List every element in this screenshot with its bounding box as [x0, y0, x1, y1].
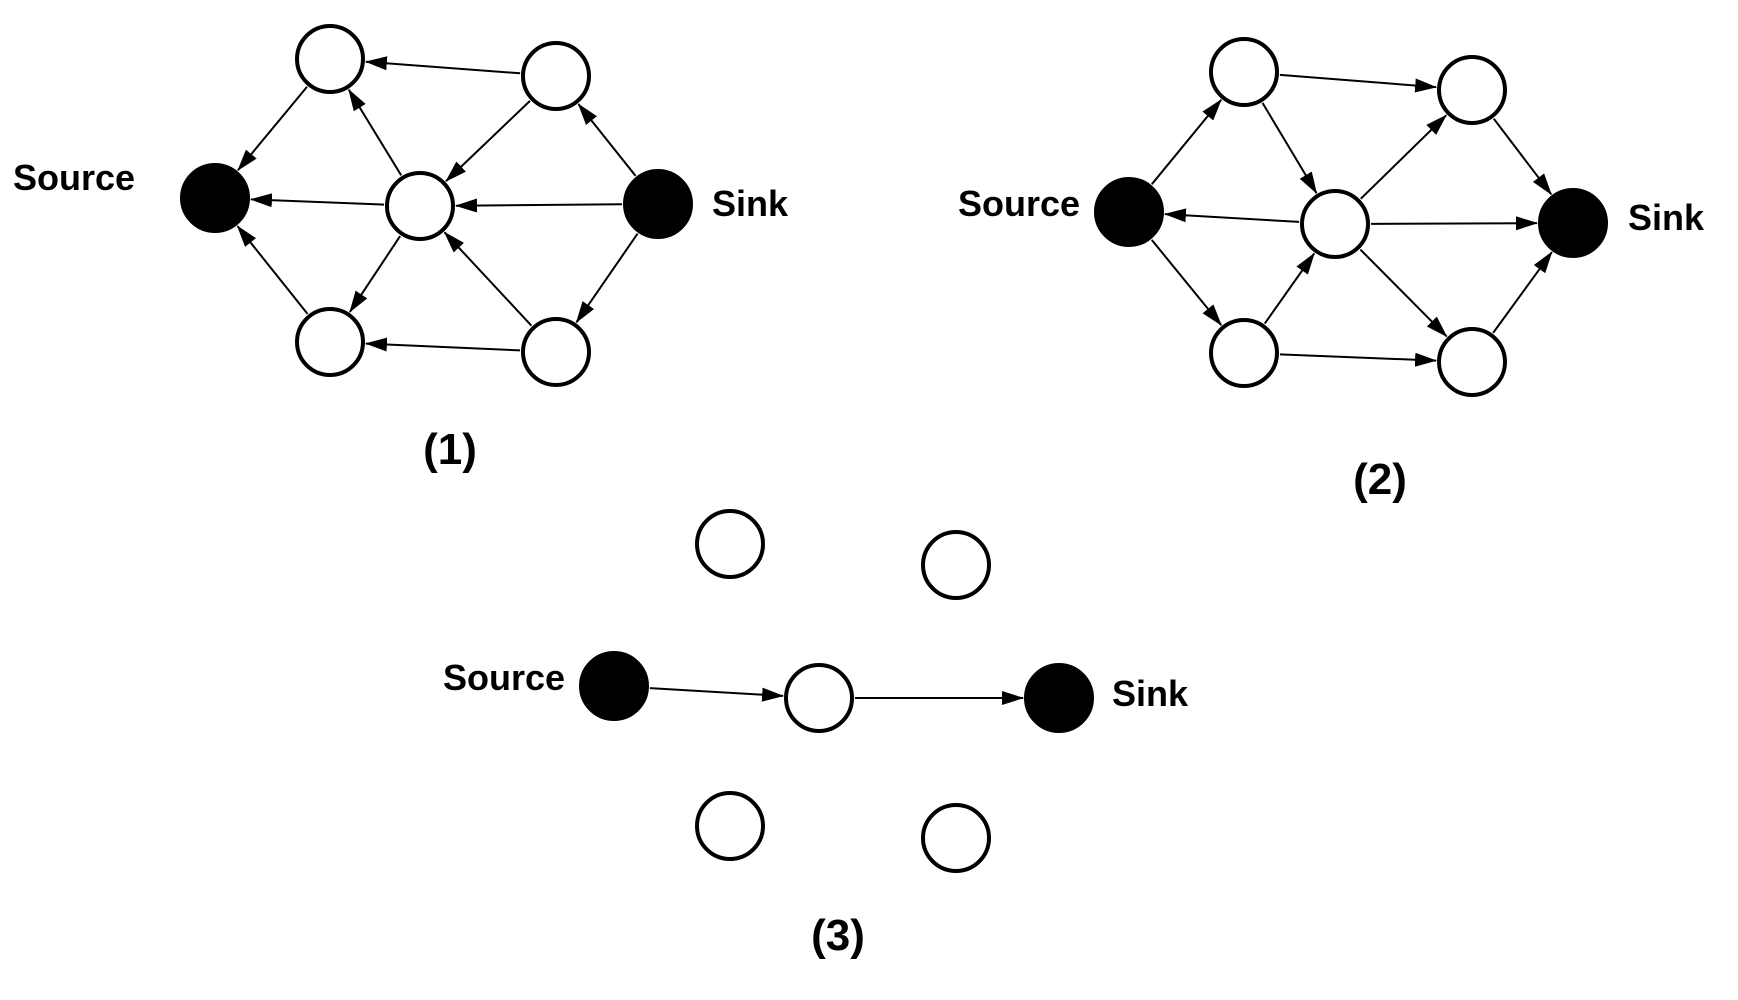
panel-2-edge-source-to-bottom-left [1150, 239, 1223, 326]
panel-1-edge-bottom-right-to-center [443, 231, 533, 327]
panel-1-node-bottom-left [295, 307, 365, 377]
panel-2-sink-label: Sink [1628, 197, 1705, 238]
panel-1-edge-top-right-to-top-left [364, 56, 521, 75]
panel-3-caption: (3) [811, 911, 865, 960]
panel-3-node-sink [1024, 663, 1094, 733]
panel-1-edge-center-to-bottom-left [349, 235, 401, 313]
panel-3-sink-label: Sink [1112, 673, 1189, 714]
panel-1-node-bottom-right [521, 317, 591, 387]
panel-2-caption: (2) [1353, 455, 1407, 504]
panel-3-edge-source-to-center [649, 687, 785, 702]
panel-2-edge-center-to-top-right [1360, 114, 1447, 200]
panel-1-edge-bottom-left-to-source [236, 225, 309, 315]
panel-3-node-top-left [695, 509, 765, 579]
panel-1-edge-center-to-top-left [347, 88, 403, 176]
panel-3-node-bottom-left [695, 791, 765, 861]
panel-2-edge-center-to-bottom-right [1359, 248, 1448, 338]
panel-1-edge-top-right-to-center [445, 100, 531, 182]
panel-2-node-top-right [1437, 55, 1507, 125]
panel-2-node-bottom-right [1437, 327, 1507, 397]
panel-2-edge-center-to-source [1163, 208, 1300, 223]
panel-2-edge-bottom-right-to-sink [1492, 251, 1553, 334]
panel-2-node-top-left [1209, 37, 1279, 107]
panel-2-source-label: Source [958, 183, 1080, 224]
panel-1-node-source [180, 163, 250, 233]
panel-1-edge-center-to-source [249, 193, 385, 208]
panel-1-node-sink [623, 169, 693, 239]
panel-3-node-bottom-right [921, 803, 991, 873]
panel-2-edge-center-to-sink [1370, 216, 1539, 231]
panel-3-source-label: Source [443, 657, 565, 698]
panel-2-node-bottom-left [1209, 318, 1279, 388]
nodes-layer [180, 24, 1608, 873]
panel-2-node-sink [1538, 188, 1608, 258]
panel-3-node-source [579, 651, 649, 721]
panel-1-node-top-right [521, 41, 591, 111]
panel-1-edge-sink-to-center [454, 198, 623, 213]
panel-1-sink-label: Sink [712, 183, 789, 224]
panel-1-node-top-left [295, 24, 365, 94]
panel-1-edge-sink-to-bottom-right [575, 233, 639, 324]
panel-1-edge-top-left-to-source [237, 86, 308, 172]
panel-2-edge-top-left-to-top-right [1279, 73, 1438, 93]
panel-1-edge-bottom-right-to-bottom-left [364, 337, 521, 352]
panel-2-node-center [1300, 189, 1370, 259]
panel-3-node-center [784, 663, 854, 733]
panel-2-edge-top-right-to-sink [1492, 118, 1553, 196]
panel-1-source-label: Source [13, 157, 135, 198]
panel-2-edge-source-to-top-left [1151, 99, 1222, 185]
panel-2-edge-top-left-to-center [1261, 102, 1318, 194]
panel-2-edge-bottom-left-to-bottom-right [1279, 352, 1438, 367]
panel-3-node-top-right [921, 530, 991, 600]
panel-1-node-center [385, 171, 455, 241]
panel-2-edge-bottom-left-to-center [1263, 252, 1316, 325]
edges-layer [236, 56, 1553, 705]
panel-2-node-source [1094, 177, 1164, 247]
panel-1-edge-sink-to-top-right [577, 103, 637, 177]
panel-1-caption: (1) [423, 425, 477, 474]
